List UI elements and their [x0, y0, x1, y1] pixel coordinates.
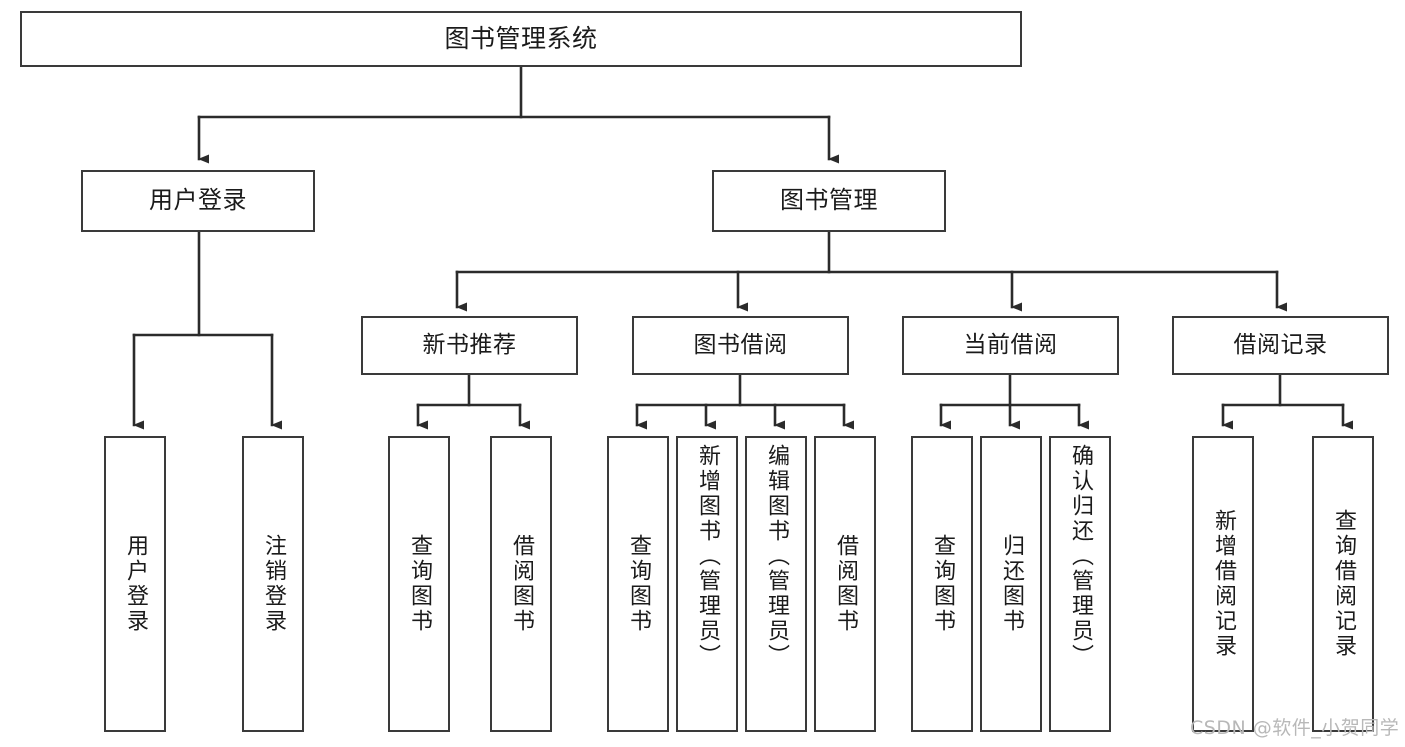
- leaf-query-book-recommend[interactable]: 查询图书: [388, 436, 450, 732]
- node-new-book-recommend-label: 新书推荐: [422, 332, 517, 359]
- leaf-user-login-label: 用户登录: [123, 534, 148, 634]
- node-root[interactable]: 图书管理系统: [20, 11, 1022, 67]
- leaf-add-book-admin[interactable]: 新增图书（管理员）: [676, 436, 738, 732]
- node-borrow-record[interactable]: 借阅记录: [1172, 316, 1389, 375]
- leaf-query-book-current[interactable]: 查询图书: [911, 436, 973, 732]
- node-borrow-record-label: 借阅记录: [1233, 332, 1328, 359]
- node-root-label: 图书管理系统: [444, 23, 598, 53]
- leaf-add-book-admin-label: 新增图书（管理员）: [695, 444, 720, 669]
- leaf-user-login[interactable]: 用户登录: [104, 436, 166, 732]
- node-user-login[interactable]: 用户登录: [81, 170, 315, 232]
- node-user-login-label: 用户登录: [149, 186, 247, 215]
- leaf-confirm-return-admin-label: 确认归还（管理员）: [1068, 444, 1093, 669]
- leaf-query-book-current-label: 查询图书: [930, 534, 955, 634]
- node-current-borrow-label: 当前借阅: [963, 332, 1058, 359]
- node-book-borrow-label: 图书借阅: [693, 332, 788, 359]
- leaf-add-borrow-record[interactable]: 新增借阅记录: [1192, 436, 1254, 732]
- leaf-edit-book-admin[interactable]: 编辑图书（管理员）: [745, 436, 807, 732]
- node-book-management[interactable]: 图书管理: [712, 170, 946, 232]
- leaf-borrow-book[interactable]: 借阅图书: [814, 436, 876, 732]
- leaf-edit-book-admin-label: 编辑图书（管理员）: [764, 444, 789, 669]
- leaf-return-book[interactable]: 归还图书: [980, 436, 1042, 732]
- leaf-borrow-book-recommend-label: 借阅图书: [509, 534, 534, 634]
- leaf-add-borrow-record-label: 新增借阅记录: [1211, 509, 1236, 659]
- leaf-query-book-borrow[interactable]: 查询图书: [607, 436, 669, 732]
- leaf-borrow-book-recommend[interactable]: 借阅图书: [490, 436, 552, 732]
- leaf-return-book-label: 归还图书: [999, 534, 1024, 634]
- node-new-book-recommend[interactable]: 新书推荐: [361, 316, 578, 375]
- leaf-query-borrow-record[interactable]: 查询借阅记录: [1312, 436, 1374, 732]
- leaf-confirm-return-admin[interactable]: 确认归还（管理员）: [1049, 436, 1111, 732]
- node-current-borrow[interactable]: 当前借阅: [902, 316, 1119, 375]
- node-book-management-label: 图书管理: [780, 186, 878, 215]
- leaf-query-book-recommend-label: 查询图书: [407, 534, 432, 634]
- leaf-user-logout[interactable]: 注销登录: [242, 436, 304, 732]
- leaf-borrow-book-label: 借阅图书: [833, 534, 858, 634]
- watermark: CSDN @软件_小贺同学: [1190, 717, 1400, 739]
- leaf-query-borrow-record-label: 查询借阅记录: [1331, 509, 1356, 659]
- node-book-borrow[interactable]: 图书借阅: [632, 316, 849, 375]
- leaf-query-book-borrow-label: 查询图书: [626, 534, 651, 634]
- leaf-user-logout-label: 注销登录: [261, 534, 286, 634]
